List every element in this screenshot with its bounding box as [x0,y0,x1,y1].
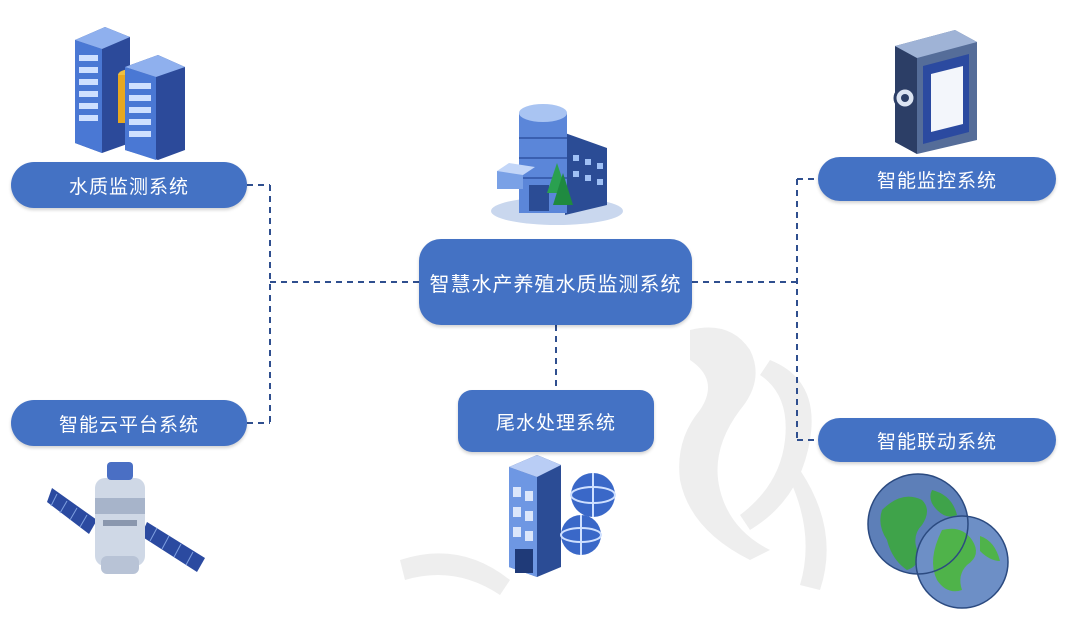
building-with-globes-icon [509,455,616,577]
tail-water-treatment-node: 尾水处理系统 [458,390,654,452]
smart-monitoring-label: 智能监控系统 [876,169,997,192]
water-quality-monitoring-label: 水质监测系统 [68,175,189,198]
camera-device-icon [893,30,977,154]
central-system-label: 智慧水产养殖水质监测系统 [429,271,682,296]
server-rack-icon [75,27,185,160]
water-quality-monitoring-node: 水质监测系统 [11,162,247,208]
central-system-node: 智慧水产养殖水质监测系统 [419,239,692,325]
smart-cloud-platform-node: 智能云平台系统 [11,400,247,446]
smart-cloud-platform-label: 智能云平台系统 [58,413,199,436]
smart-monitoring-node: 智能监控系统 [818,157,1056,201]
smart-linkage-label: 智能联动系统 [876,430,997,453]
satellite-icon [47,462,205,574]
tail-water-treatment-label: 尾水处理系统 [495,411,616,434]
smart-linkage-node: 智能联动系统 [818,418,1056,462]
globes-icon [867,473,1009,609]
office-building-icon [491,104,623,225]
